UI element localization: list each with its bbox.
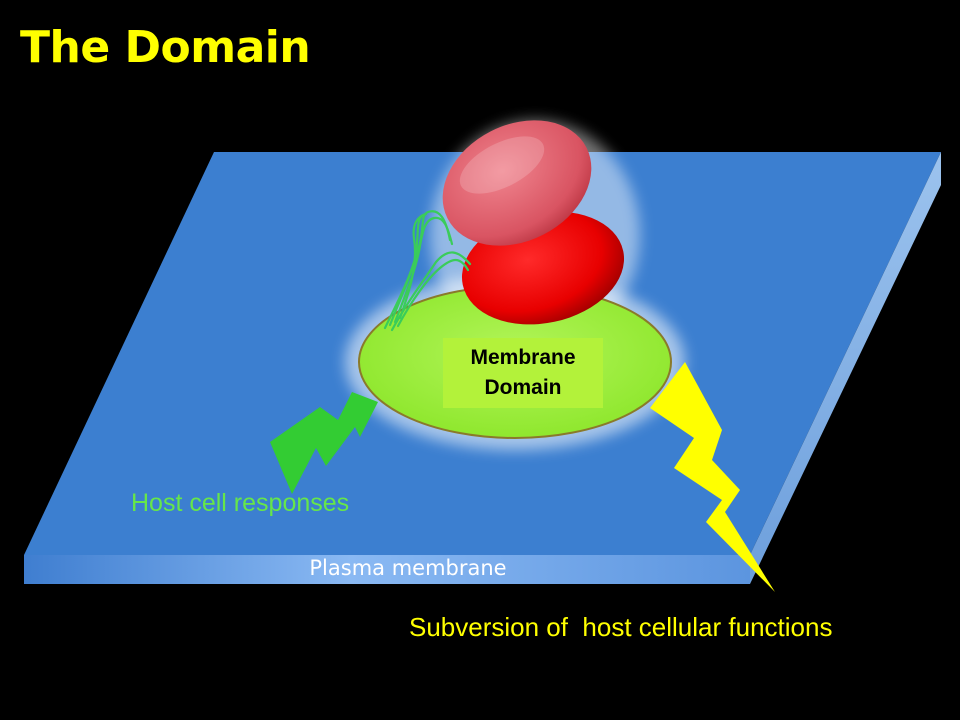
host-response-bolt	[270, 392, 378, 494]
bacterium-upper-highlight	[459, 136, 545, 194]
membrane-domain-label-line2: Domain	[484, 376, 562, 399]
host-cell-responses-label: Host cell responses	[131, 489, 350, 517]
plasma-membrane-front	[24, 555, 750, 584]
plasma-membrane-side	[750, 152, 941, 584]
subversion-bolt	[650, 362, 775, 592]
membrane-domain-label: Membrane Domain	[443, 338, 603, 408]
flagella	[383, 210, 472, 332]
bacterium-upper	[442, 120, 592, 246]
subversion-label: Subversion of host cellular functions	[409, 612, 833, 642]
membrane-domain-label-line1: Membrane	[470, 346, 576, 369]
plasma-membrane-label: Plasma membrane	[309, 556, 507, 580]
slide-title: The Domain	[20, 22, 311, 73]
